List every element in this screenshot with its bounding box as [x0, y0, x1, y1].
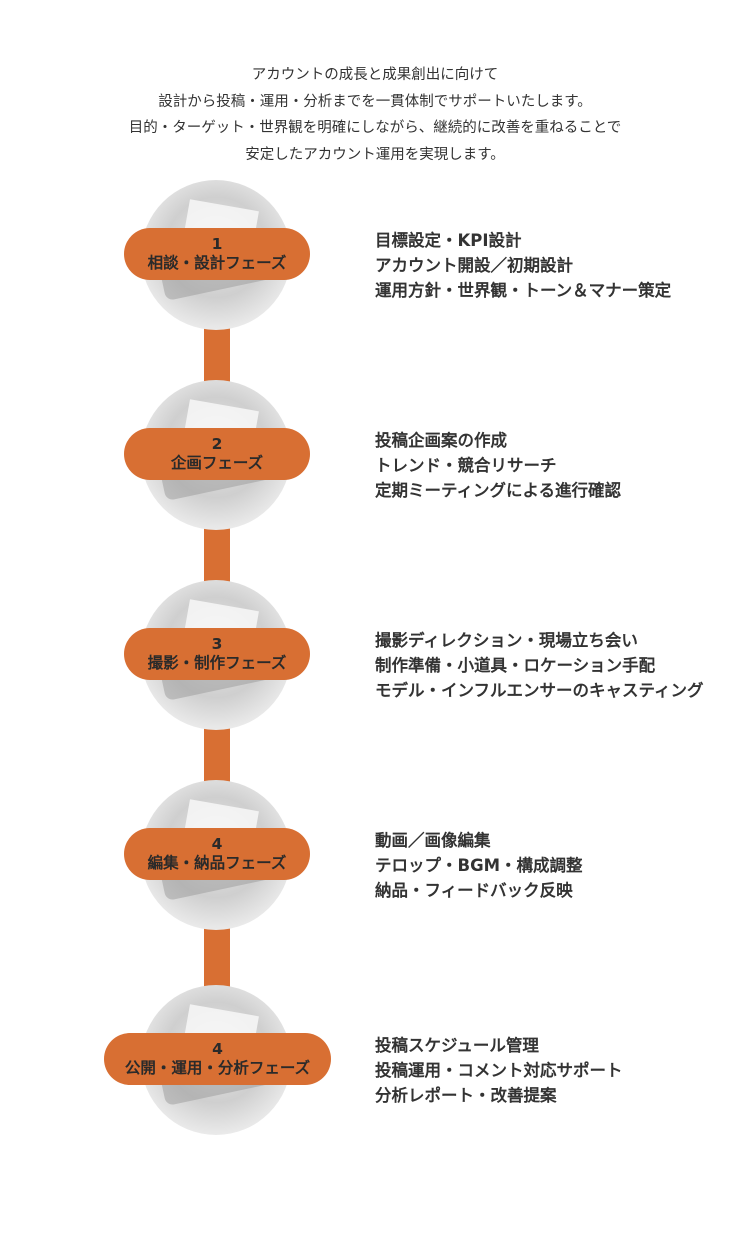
phase-number: 3 — [211, 635, 223, 653]
phase-badge: 4 公開・運用・分析フェーズ — [104, 1033, 331, 1085]
phase-description: 投稿企画案の作成トレンド・競合リサーチ定期ミーティングによる進行確認 — [375, 428, 621, 503]
phase-item: トレンド・競合リサーチ — [375, 456, 557, 475]
phase-description: 目標設定・KPI設計アカウント開設／初期設計運用方針・世界観・トーン＆マナー策定 — [375, 228, 671, 303]
phase-item: 納品・フィードバック反映 — [375, 881, 573, 900]
phase-item: モデル・インフルエンサーのキャスティング — [375, 681, 704, 700]
phase-description: 撮影ディレクション・現場立ち会い制作準備・小道具・ロケーション手配モデル・インフ… — [375, 628, 704, 703]
phase-item: 制作準備・小道具・ロケーション手配 — [375, 656, 656, 675]
phase-title: 編集・納品フェーズ — [147, 854, 287, 872]
phase-step: 4 編集・納品フェーズ 動画／画像編集テロップ・BGM・構成調整納品・フィードバ… — [0, 780, 750, 940]
phase-number: 2 — [211, 435, 223, 453]
phase-item: 目標設定・KPI設計 — [375, 231, 522, 250]
phase-item: 撮影ディレクション・現場立ち会い — [375, 631, 638, 650]
phase-title: 企画フェーズ — [170, 454, 264, 472]
phase-number: 4 — [211, 835, 223, 853]
intro-text: アカウントの成長と成果創出に向けて 設計から投稿・運用・分析までを一貫体制でサポ… — [0, 62, 750, 168]
intro-line: 安定したアカウント運用を実現します。 — [245, 146, 505, 163]
connector-line — [204, 720, 230, 790]
phase-number: 4 — [212, 1040, 223, 1058]
intro-line: アカウントの成長と成果創出に向けて — [251, 67, 499, 83]
phase-item: 定期ミーティングによる進行確認 — [375, 481, 622, 500]
phase-description: 動画／画像編集テロップ・BGM・構成調整納品・フィードバック反映 — [375, 828, 583, 903]
phase-step: 3 撮影・制作フェーズ 撮影ディレクション・現場立ち会い制作準備・小道具・ロケー… — [0, 580, 750, 740]
phase-badge: 1 相談・設計フェーズ — [124, 228, 310, 280]
phase-badge: 2 企画フェーズ — [124, 428, 310, 480]
phase-item: アカウント開設／初期設計 — [375, 256, 573, 275]
connector-line — [204, 320, 230, 390]
phase-item: テロップ・BGM・構成調整 — [375, 856, 583, 875]
phase-item: 運用方針・世界観・トーン＆マナー策定 — [375, 281, 672, 300]
phase-step: 1 相談・設計フェーズ 目標設定・KPI設計アカウント開設／初期設計運用方針・世… — [0, 180, 750, 340]
connector-line — [204, 520, 230, 590]
phase-description: 投稿スケジュール管理投稿運用・コメント対応サポート分析レポート・改善提案 — [375, 1033, 623, 1108]
intro-line: 目的・ターゲット・世界観を明確にしながら、継続的に改善を重ねることで — [128, 120, 622, 136]
intro-line: 設計から投稿・運用・分析までを一貫体制でサポートいたします。 — [158, 93, 592, 110]
phase-step: 2 企画フェーズ 投稿企画案の作成トレンド・競合リサーチ定期ミーティングによる進… — [0, 380, 750, 540]
phase-badge: 4 編集・納品フェーズ — [124, 828, 310, 880]
phase-title: 相談・設計フェーズ — [147, 254, 287, 272]
phase-item: 投稿企画案の作成 — [375, 431, 507, 450]
phase-item: 投稿運用・コメント対応サポート — [375, 1061, 623, 1080]
phase-item: 動画／画像編集 — [375, 831, 491, 850]
phase-number: 1 — [211, 235, 223, 253]
connector-line — [204, 920, 230, 990]
phase-step: 4 公開・運用・分析フェーズ 投稿スケジュール管理投稿運用・コメント対応サポート… — [0, 985, 750, 1145]
phase-title: 撮影・制作フェーズ — [147, 654, 287, 672]
phase-item: 分析レポート・改善提案 — [375, 1086, 557, 1105]
phase-item: 投稿スケジュール管理 — [375, 1036, 539, 1055]
phase-badge: 3 撮影・制作フェーズ — [124, 628, 310, 680]
phase-title: 公開・運用・分析フェーズ — [124, 1059, 311, 1077]
